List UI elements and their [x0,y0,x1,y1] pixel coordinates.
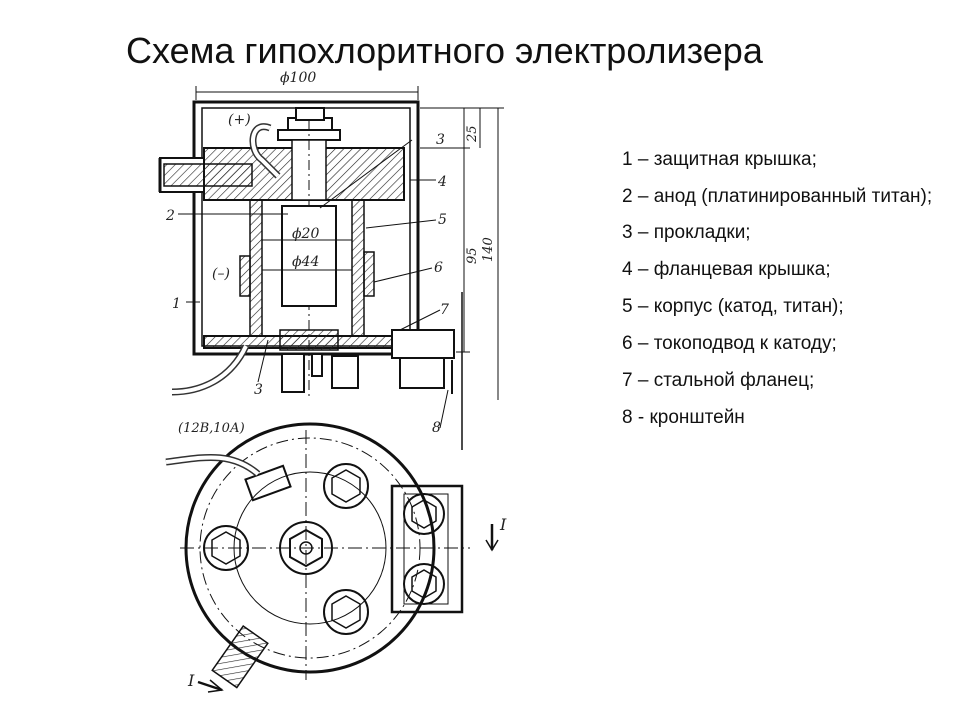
legend-item-7: 7 – стальной фланец; [622,370,815,391]
section-marker-bottom: I [187,671,195,690]
legend-item-6: 6 – токоподвод к катоду; [622,333,837,354]
callout-3-top: 3 [436,132,445,148]
minus-label: (–) [212,266,230,282]
callout-7: 7 [440,302,449,318]
legend-item-8: 8 - кронштейн [622,407,745,428]
section-view [158,86,504,450]
callout-8: 8 [432,420,441,436]
dim-anode-label: ϕ20 [292,226,319,242]
dim-140-label: 140 [481,237,496,262]
section-marker-right: I [499,515,507,534]
legend-item-3: 3 – прокладки; [622,222,751,243]
callout-6: 6 [434,260,443,276]
legend-item-4: 4 – фланцевая крышка; [622,259,831,280]
callout-4: 4 [437,174,447,190]
page-title: Схема гипохлоритного электролизера [126,30,763,71]
callout-5: 5 [438,212,447,228]
callout-3-bottom: 3 [254,382,263,398]
dim-95-label: 95 [465,247,480,264]
plus-label: (+) [228,112,251,128]
callout-1: 1 [172,296,181,312]
legend-item-2: 2 – анод (платинированный титан); [622,186,933,207]
dim-top-label: ϕ100 [280,70,316,86]
legend-item-1: 1 – защитная крышка; [622,149,817,170]
legend-list: 1 – защитная крышка; 2 – анод (платиниро… [622,148,952,443]
dim-body-label: ϕ44 [292,254,319,270]
callout-2: 2 [165,208,175,224]
dim-25-label: 25 [465,125,480,143]
power-label: (12В,10А) [178,421,245,436]
legend-item-5: 5 – корпус (катод, титан); [622,296,844,317]
plan-view [165,422,499,693]
